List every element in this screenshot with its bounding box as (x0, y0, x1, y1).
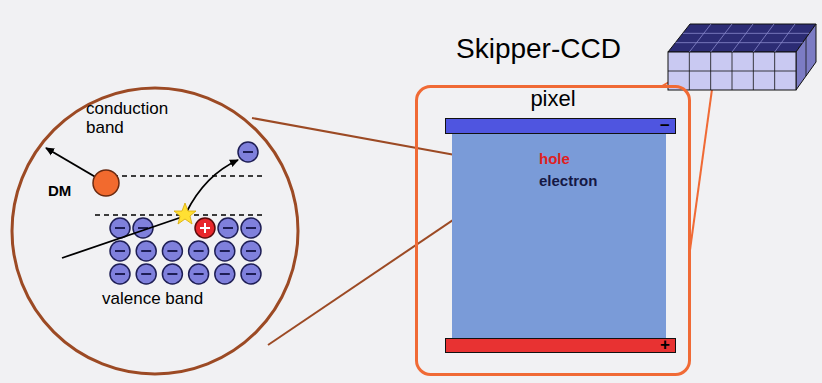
electrode-bar: − (445, 118, 676, 134)
particle-label: DM (48, 183, 71, 200)
pixel-box: pixel − + (415, 85, 691, 376)
polarity-sign: − (660, 117, 670, 136)
box-title: pixel (530, 87, 575, 111)
zoom-circle: DM conduction band valence band (10, 86, 300, 376)
electrode-bar-outline (445, 338, 676, 353)
ccd-icon (668, 24, 816, 90)
device-title: Skipper-CCD (456, 33, 621, 65)
polarity-sign: + (660, 336, 670, 355)
conduction-electron (238, 142, 258, 162)
dm-track (62, 217, 182, 258)
band-label: conduction band (86, 100, 181, 137)
carrier-label: hole (539, 150, 570, 167)
carrier-label: electron (539, 172, 597, 189)
band-label: valence band (102, 290, 203, 309)
band-edge (95, 175, 262, 177)
electrode-bar: + (445, 338, 676, 353)
dm-particle (93, 170, 119, 196)
interaction-star (174, 203, 196, 224)
zoom-circle-outline (10, 86, 300, 376)
valence-electrons (110, 218, 261, 284)
excitation-arrow (186, 160, 238, 213)
electrode-bar-outline (445, 118, 676, 134)
